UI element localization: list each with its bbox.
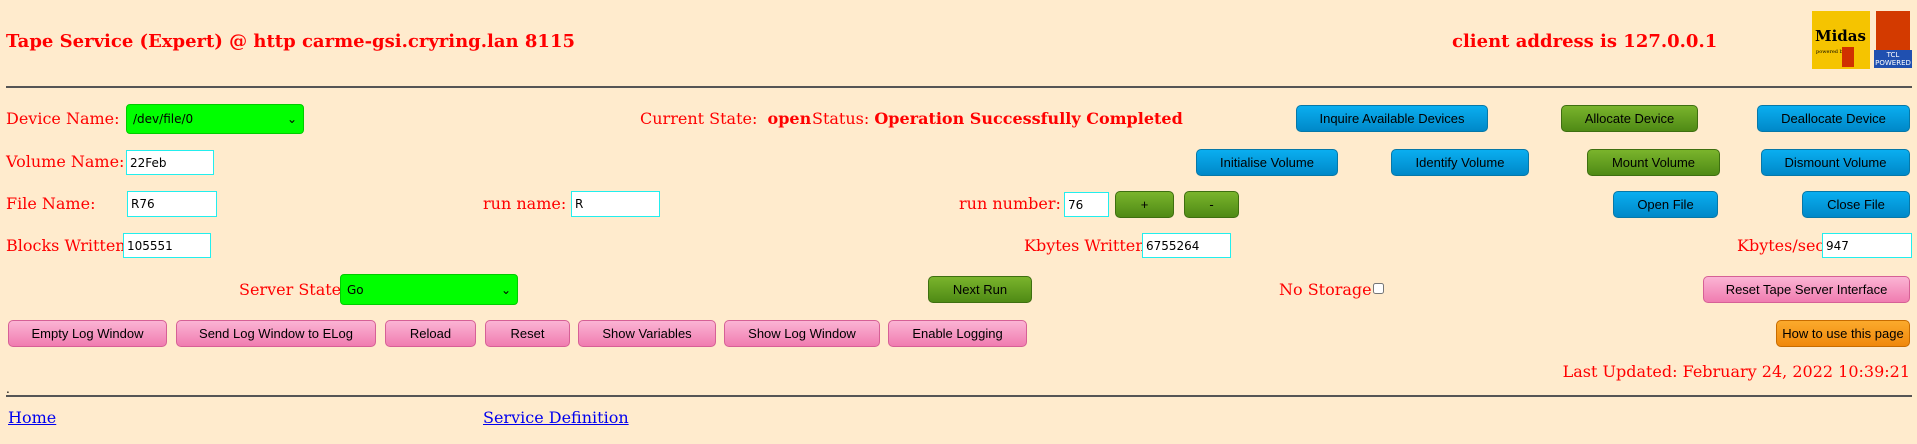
footer-divider <box>6 395 1912 397</box>
reload-button[interactable]: Reload <box>385 320 476 347</box>
decrement-run-button[interactable]: - <box>1184 191 1239 218</box>
show-log-window-button[interactable]: Show Log Window <box>724 320 880 347</box>
home-link[interactable]: Home <box>8 408 57 427</box>
status: Status: Operation Successfully Completed <box>812 109 1183 129</box>
inquire-devices-button[interactable]: Inquire Available Devices <box>1296 105 1488 132</box>
device-name-label: Device Name: <box>6 109 120 128</box>
file-name-label: File Name: <box>6 194 96 213</box>
close-file-button[interactable]: Close File <box>1802 191 1910 218</box>
service-definition-link[interactable]: Service Definition <box>483 408 629 427</box>
allocate-device-button[interactable]: Allocate Device <box>1561 105 1698 132</box>
device-name-select[interactable]: /dev/file/0 ⌄ <box>126 104 304 134</box>
reset-button[interactable]: Reset <box>485 320 570 347</box>
client-address: client address is 127.0.0.1 <box>1452 31 1718 52</box>
kbytes-written-label: Kbytes Written: <box>1024 236 1151 255</box>
kbytes-per-sec-input[interactable] <box>1822 233 1912 258</box>
file-name-input[interactable] <box>127 191 217 217</box>
blocks-written-label: Blocks Written: <box>6 236 131 255</box>
identify-volume-button[interactable]: Identify Volume <box>1391 149 1529 176</box>
page-title: Tape Service (Expert) @ http carme-gsi.c… <box>6 31 575 52</box>
empty-log-button[interactable]: Empty Log Window <box>8 320 167 347</box>
enable-logging-button[interactable]: Enable Logging <box>888 320 1027 347</box>
server-state-label: Server State <box>239 280 342 299</box>
volume-name-input[interactable] <box>126 150 214 175</box>
run-name-label: run name: <box>483 194 567 213</box>
initialise-volume-button[interactable]: Initialise Volume <box>1196 149 1338 176</box>
current-state-label: Current State: <box>640 109 758 128</box>
kbytes-per-sec-label: Kbytes/sec: <box>1737 236 1830 255</box>
next-run-button[interactable]: Next Run <box>928 276 1032 303</box>
current-state: Current State: open <box>640 109 811 129</box>
current-state-value: open <box>767 109 812 128</box>
header-divider <box>6 86 1912 88</box>
chevron-down-icon: ⌄ <box>500 282 511 297</box>
no-storage-checkbox[interactable] <box>1373 283 1384 294</box>
send-log-elog-button[interactable]: Send Log Window to ELog <box>176 320 376 347</box>
tcl-logo-text: TCL POWERED <box>1874 50 1912 68</box>
server-state-value: Go <box>347 282 364 297</box>
status-label: Status: <box>812 109 870 128</box>
status-value: Operation Successfully Completed <box>874 109 1183 128</box>
run-number-label: run number: <box>959 194 1061 213</box>
run-name-input[interactable] <box>571 191 660 217</box>
midas-logo: Midas powered by <box>1812 11 1870 69</box>
last-updated: Last Updated: February 24, 2022 10:39:21 <box>1562 362 1910 381</box>
show-variables-button[interactable]: Show Variables <box>578 320 716 347</box>
chevron-down-icon: ⌄ <box>286 112 297 126</box>
tcl-logo: TCL POWERED <box>1874 11 1912 68</box>
dismount-volume-button[interactable]: Dismount Volume <box>1761 149 1910 176</box>
blocks-written-input[interactable] <box>123 233 211 258</box>
server-state-select[interactable]: Go ⌄ <box>340 274 518 305</box>
increment-run-button[interactable]: + <box>1115 191 1174 218</box>
volume-name-label: Volume Name: <box>6 152 125 171</box>
how-to-use-button[interactable]: How to use this page <box>1776 320 1910 347</box>
deallocate-device-button[interactable]: Deallocate Device <box>1757 105 1910 132</box>
reset-tape-server-button[interactable]: Reset Tape Server Interface <box>1703 276 1910 303</box>
run-number-input[interactable] <box>1064 192 1109 217</box>
midas-logo-text: Midas <box>1815 27 1866 45</box>
midas-logo-subtext: powered by <box>1816 49 1846 55</box>
device-name-value: /dev/file/0 <box>133 112 194 126</box>
footer-dot: . <box>6 382 10 396</box>
mount-volume-button[interactable]: Mount Volume <box>1587 149 1720 176</box>
no-storage-label: No Storage <box>1279 280 1372 299</box>
open-file-button[interactable]: Open File <box>1613 191 1718 218</box>
kbytes-written-input[interactable] <box>1142 233 1231 258</box>
